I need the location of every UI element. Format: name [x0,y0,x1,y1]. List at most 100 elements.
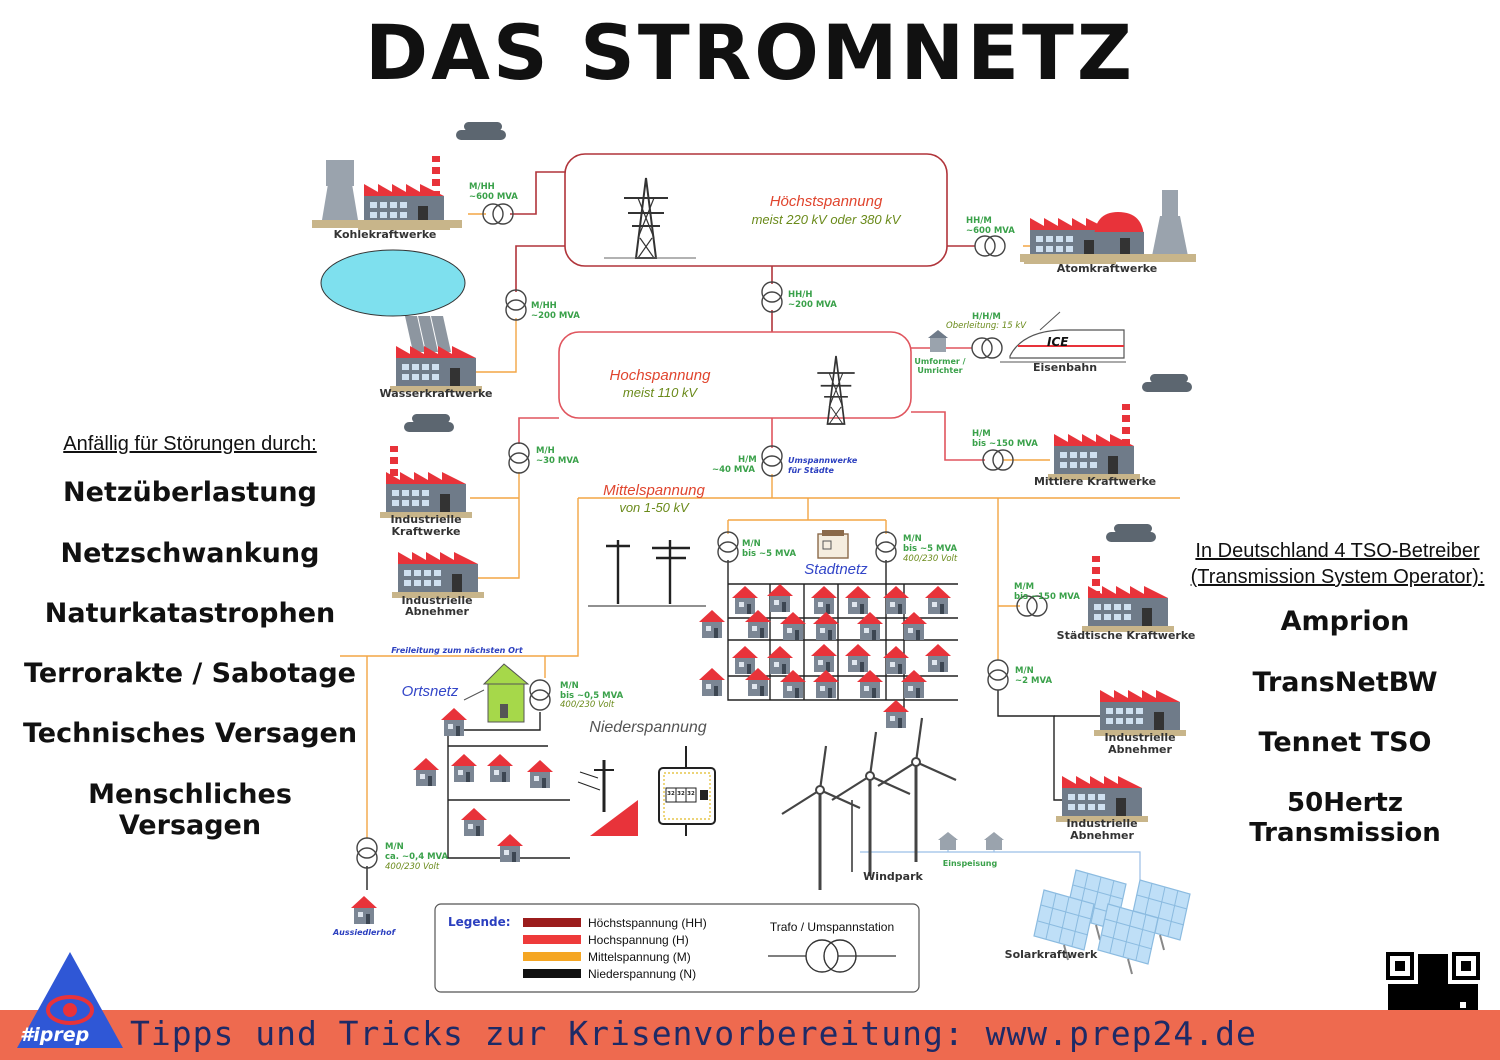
tso-item: Tennet TSO [1258,727,1432,758]
qr-cell [1418,1002,1424,1008]
qr-cell [1430,1002,1436,1008]
hochspannung-label: Hochspannung [610,367,712,384]
wind-park-label: Windpark [863,870,923,883]
trafo-icon [505,289,527,321]
tso-heading-2: (Transmission System Operator): [1190,566,1485,588]
city-houses [699,584,951,728]
pylon-icon [816,355,856,425]
qr-cell [1418,1008,1424,1010]
qr-cell [1460,1008,1466,1010]
trafo-icon [508,442,530,474]
footer-bar [0,1010,1500,1060]
industrial-consumer-label-2: Abnehmer [405,605,469,618]
hoechstspannung-box [564,153,948,267]
legend-swatch-hh [523,918,581,927]
trafo-t3-type: M/HH [531,301,557,311]
qr-cell [1400,1008,1406,1010]
trafo-t9-power: bis ~5 MVA [742,549,796,559]
qr-cell [1424,960,1430,966]
hoechstspannung-sub: meist 220 kV oder 380 kV [752,212,902,227]
qr-cell [1448,996,1454,1002]
qr-cell [1406,984,1412,990]
qr-cell [1388,1008,1394,1010]
legend-item-m: Mittelspannung (M) [588,950,691,964]
qr-cell [1472,1008,1478,1010]
substation-icon [817,530,849,559]
qr-cell [1424,978,1430,984]
trafo-t8-type: H/M [972,429,991,439]
overhead-line-label: Freileitung zum nächsten Ort [391,646,524,655]
qr-cell [1424,996,1430,1002]
qr-cell [1394,984,1400,990]
fuse-1-rating: 32 [667,791,675,797]
iprep-logo-icon [17,952,123,1048]
qr-cell [1424,984,1430,990]
qr-cell [1412,1008,1418,1010]
qr-cell [1442,966,1448,972]
substation-label-2: für Städte [788,466,834,475]
tso-item: 50Hertz Transmission [1249,788,1441,848]
qr-cell [1436,954,1442,960]
feed-in-station-icon [938,832,1004,850]
qr-cell [1430,996,1436,1002]
trafo-icon [875,531,897,563]
qr-cell [1442,1008,1448,1010]
tso-heading-1: In Deutschland 4 TSO-Betreiber [1195,540,1480,562]
qr-cell [1400,996,1406,1002]
qr-cell [1460,990,1466,996]
converter-label-1: Umformer / [914,357,965,366]
qr-cell [1424,972,1430,978]
legend-item-h: Hochspannung (H) [588,933,689,947]
vulnerability-heading: Anfällig für Störungen durch: [63,433,317,455]
trafo-t10-voltage: 400/230 Volt [903,554,958,564]
municipal-power-plant-icon [1082,524,1174,632]
qr-cell [1394,996,1400,1002]
hydro-plant-label: Wasserkraftwerke [380,387,493,400]
qr-cell [1436,990,1442,996]
trafo-t14-power: ca. ~0,4 MVA [385,852,449,862]
qr-cell [1436,966,1442,972]
qr-cell [1412,996,1418,1002]
qr-cell [1400,1002,1406,1008]
legend-trafo-label: Trafo / Umspannstation [770,920,894,934]
hydro-plant-icon [320,249,482,392]
qr-cell [1454,984,1460,990]
trafo-t6-power: ~30 MVA [536,456,579,466]
trafo-t1-power: ~600 MVA [469,192,518,202]
qr-cell [1412,984,1418,990]
qr-cell [1406,1008,1412,1010]
fuse-3-rating: 32 [687,791,695,797]
qr-cell [1418,984,1424,990]
qr-cell [1418,990,1424,996]
fuse-box-icon [658,746,716,836]
trafo-t7-type: H/M [738,455,757,465]
qr-cell [1436,978,1442,984]
trafo-t12-type: M/N [1015,666,1034,676]
qr-cell [1430,1008,1436,1010]
qr-cell [1436,1002,1442,1008]
trafo-icon [356,837,378,869]
industrial-power-plant-icon [380,414,472,518]
medium-plant-label: Mittlere Kraftwerke [1034,475,1156,488]
qr-cell [1418,954,1424,960]
trafo-t7-power: ~40 MVA [712,465,755,475]
qr-cell [1400,990,1406,996]
qr-cell [1394,1008,1400,1010]
village-houses [351,708,553,924]
qr-cell [1466,984,1472,990]
vulnerability-item: Terrorakte / Sabotage [23,658,356,689]
railway-label: Eisenbahn [1033,361,1097,374]
trafo-icon [987,659,1009,691]
qr-code-icon [1386,952,1480,1010]
trafo-t11-power: bis ~150 MVA [1014,592,1080,602]
nuclear-plant-icon [1020,190,1196,264]
trafo-t2-power: ~600 MVA [966,226,1015,236]
substation-label-1: Umspannwerke [788,456,858,465]
vulnerability-item: Naturkatastrophen [44,598,336,629]
wind-turbine-icon [830,730,912,878]
power-poles-icon [588,540,706,607]
qr-cell [1430,984,1436,990]
vulnerability-item: Menschliches Versagen [88,779,292,841]
industrial-consumer-label-1: Industrielle [401,594,472,607]
trafo-t14-type: M/N [385,842,404,852]
